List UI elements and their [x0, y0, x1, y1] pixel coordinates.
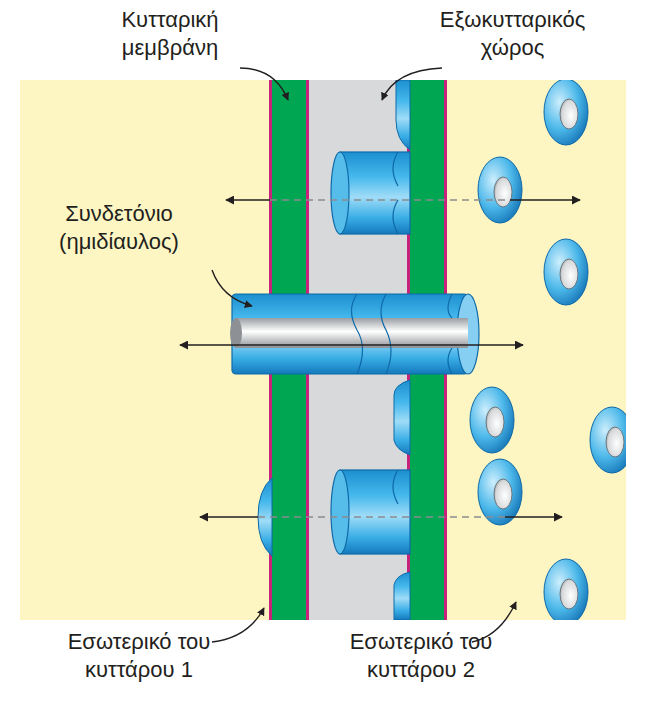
- callout-label: Εξωκυτταρικός χώρος: [405, 6, 620, 62]
- transport-arrows: [180, 200, 580, 517]
- ion: [544, 80, 588, 145]
- ions: [470, 80, 626, 620]
- ion: [590, 407, 626, 473]
- ion: [544, 239, 588, 305]
- hemichannel: [331, 152, 410, 234]
- hemichannel: [331, 470, 410, 554]
- hemichannel: [394, 572, 410, 620]
- ion: [470, 387, 514, 453]
- ion: [478, 157, 522, 223]
- hemichannel: [394, 380, 410, 455]
- cell-interior: [20, 80, 626, 620]
- callout-label: Εσωτερικό του κυττάρου 1: [24, 628, 254, 684]
- ion: [544, 559, 588, 620]
- callout-label: Κυτταρική μεμβράνη: [80, 6, 260, 62]
- hemichannel: [396, 80, 410, 150]
- callout-label: Συνδετόνιο (ημιδίαυλος): [14, 200, 224, 256]
- connexon-channel: [230, 294, 479, 374]
- callout-label: Εσωτερικό του κυττάρου 2: [306, 628, 536, 684]
- connexons: [230, 80, 479, 620]
- leader-lines: [212, 68, 516, 642]
- ion: [478, 459, 522, 525]
